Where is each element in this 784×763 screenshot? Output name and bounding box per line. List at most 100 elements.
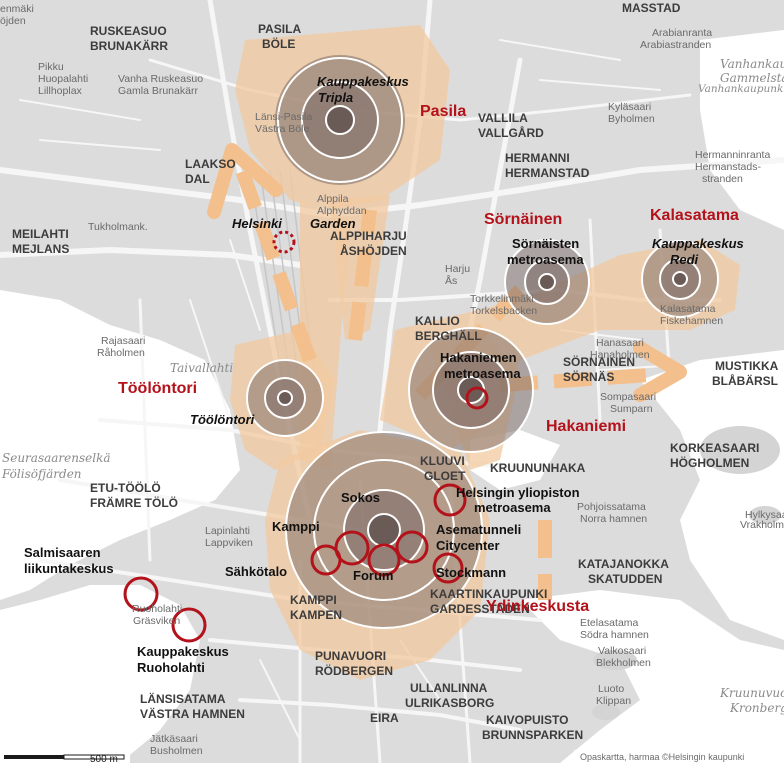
svg-text:BRUNNSPARKEN: BRUNNSPARKEN — [482, 728, 583, 742]
arrow-heads — [207, 143, 687, 402]
svg-text:Garden: Garden — [310, 216, 356, 231]
svg-text:Råholmen: Råholmen — [97, 347, 145, 359]
hub-label-toolontori: Töölöntori — [118, 380, 197, 397]
svg-text:Fiskehamnen: Fiskehamnen — [660, 315, 723, 327]
svg-text:GLOET: GLOET — [424, 469, 466, 483]
svg-text:Hermanninranta: Hermanninranta — [695, 149, 770, 161]
svg-text:Busholmen: Busholmen — [150, 745, 203, 757]
svg-text:Hanasaari: Hanasaari — [596, 337, 644, 349]
svg-text:MEJLANS: MEJLANS — [12, 242, 69, 256]
svg-text:KALLIO: KALLIO — [415, 314, 460, 328]
svg-text:Vanhankaupunki: Vanhankaupunki — [698, 83, 784, 95]
svg-text:LAAKSO: LAAKSO — [185, 157, 236, 171]
svg-text:Kalasatama: Kalasatama — [660, 303, 716, 315]
svg-text:Huopalahti: Huopalahti — [38, 73, 88, 85]
svg-text:Forum: Forum — [353, 568, 393, 583]
svg-text:Tripla: Tripla — [318, 90, 353, 105]
poi-circles — [123, 230, 489, 643]
poi-asematunneli — [433, 483, 467, 517]
svg-text:EIRA: EIRA — [370, 711, 399, 725]
svg-text:Gammelstadsviken: Gammelstadsviken — [720, 71, 784, 85]
svg-text:enmäki: enmäki — [0, 3, 34, 15]
island-valkosaari — [593, 650, 637, 670]
svg-text:BRUNAKÄRR: BRUNAKÄRR — [90, 38, 168, 53]
svg-text:KORKEASAARI: KORKEASAARI — [670, 441, 759, 455]
svg-text:Jätkäsaari: Jätkäsaari — [150, 733, 198, 745]
svg-text:PASILA: PASILA — [258, 22, 301, 36]
svg-text:Redi: Redi — [670, 252, 699, 267]
svg-text:Seurasaarenselkä: Seurasaarenselkä — [2, 451, 111, 465]
island-luoto — [592, 704, 620, 720]
svg-text:Gamla Brunakärr: Gamla Brunakärr — [118, 85, 198, 97]
svg-text:Helsinki: Helsinki — [232, 216, 282, 231]
svg-text:metroasema: metroasema — [444, 366, 521, 381]
island-hylkysaari — [749, 506, 781, 524]
svg-text:Kruunuvuorenselkä: Kruunuvuorenselkä — [719, 686, 784, 700]
svg-text:ULLANLINNA: ULLANLINNA — [410, 681, 488, 695]
svg-text:Byholmen: Byholmen — [608, 113, 655, 125]
poi-sokos — [334, 530, 370, 566]
hub-toolontori[interactable] — [246, 359, 324, 437]
svg-text:Pikku: Pikku — [38, 61, 64, 73]
svg-text:SÖRNÄS: SÖRNÄS — [563, 369, 614, 384]
svg-text:Salmisaaren: Salmisaaren — [24, 545, 101, 560]
svg-text:ÅSHÖJDEN: ÅSHÖJDEN — [340, 243, 407, 258]
svg-text:Sokos: Sokos — [341, 490, 380, 505]
svg-text:Kauppakeskus: Kauppakeskus — [652, 236, 744, 251]
svg-text:Sompasaari: Sompasaari — [600, 391, 656, 403]
svg-text:Sähkötalo: Sähkötalo — [225, 564, 287, 579]
svg-text:Tukholmank.: Tukholmank. — [88, 221, 148, 233]
svg-text:KRUUNUNHAKA: KRUUNUNHAKA — [490, 461, 586, 475]
water-northeast — [700, 30, 784, 230]
svg-text:KLUUVI: KLUUVI — [420, 454, 465, 468]
svg-text:Torkelsbacken: Torkelsbacken — [470, 305, 537, 317]
svg-text:HÖGHOLMEN: HÖGHOLMEN — [670, 455, 749, 470]
place-labels: Kauppakeskus Tripla Helsinki Garden Sörn… — [24, 74, 744, 675]
svg-text:Torkkelinmäki: Torkkelinmäki — [470, 293, 534, 305]
svg-text:Fölisöfjärden: Fölisöfjärden — [1, 467, 82, 481]
svg-text:KAMPEN: KAMPEN — [290, 608, 342, 622]
hub-label-hakaniemi: Hakaniemi — [546, 418, 626, 435]
hub-sornainen[interactable] — [504, 239, 590, 325]
svg-text:Ruoholahti: Ruoholahti — [132, 603, 182, 615]
svg-text:Lapinlahti: Lapinlahti — [205, 525, 250, 537]
poi-ruoholahti — [171, 607, 207, 643]
svg-text:VALLILA: VALLILA — [478, 111, 528, 125]
svg-text:RUSKEASUO: RUSKEASUO — [90, 24, 167, 38]
poi-stockmann — [367, 543, 401, 577]
svg-text:BERGHÄLL: BERGHÄLL — [415, 328, 482, 343]
svg-text:VÄSTRA HAMNEN: VÄSTRA HAMNEN — [140, 706, 245, 721]
hub-kalasatama[interactable] — [641, 240, 719, 318]
svg-text:Länsi-Pasila: Länsi-Pasila — [255, 111, 312, 123]
svg-text:Södra hamnen: Södra hamnen — [580, 629, 649, 641]
hub-ydinkeskusta[interactable] — [285, 431, 483, 629]
hub-pasila[interactable] — [275, 55, 405, 185]
svg-text:Sumparn: Sumparn — [610, 403, 653, 415]
svg-text:Blekholmen: Blekholmen — [596, 657, 651, 669]
poi-salmisaari — [123, 576, 159, 612]
hub-label-ydinkeskusta: Ydinkeskusta — [486, 598, 589, 615]
svg-text:Hermanstads-: Hermanstads- — [695, 161, 761, 173]
water-south-harbour — [520, 590, 784, 763]
svg-text:Alppila: Alppila — [317, 193, 349, 205]
svg-text:Arabianranta: Arabianranta — [652, 27, 712, 39]
svg-text:Kamppi: Kamppi — [272, 519, 320, 534]
svg-text:Arabiastranden: Arabiastranden — [640, 39, 711, 51]
svg-text:ETU-TÖÖLÖ: ETU-TÖÖLÖ — [90, 480, 161, 495]
svg-text:500 m: 500 m — [90, 754, 118, 763]
svg-text:Pohjoissatama: Pohjoissatama — [577, 501, 646, 513]
svg-text:Asematunneli: Asematunneli — [436, 522, 521, 537]
hub-labels: Pasila Sörnäinen Kalasatama Töölöntori H… — [118, 103, 739, 615]
svg-text:SKATUDDEN: SKATUDDEN — [588, 572, 662, 586]
svg-text:metroasema: metroasema — [474, 500, 551, 515]
svg-text:GARDESSTADEN: GARDESSTADEN — [430, 602, 530, 616]
water-labels: Taivallahti Seurasaarenselkä Fölisöfjärd… — [1, 57, 784, 715]
svg-text:Stockmann: Stockmann — [436, 565, 506, 580]
water-west-bay — [0, 290, 240, 600]
svg-text:Taivallahti: Taivallahti — [170, 361, 233, 375]
attribution: Opaskartta, harmaa ©Helsingin kaupunki — [574, 750, 784, 763]
svg-text:Citycenter: Citycenter — [436, 538, 500, 553]
svg-text:Vrakholmen: Vrakholmen — [740, 519, 784, 531]
svg-text:Hylkysaari: Hylkysaari — [745, 509, 784, 521]
